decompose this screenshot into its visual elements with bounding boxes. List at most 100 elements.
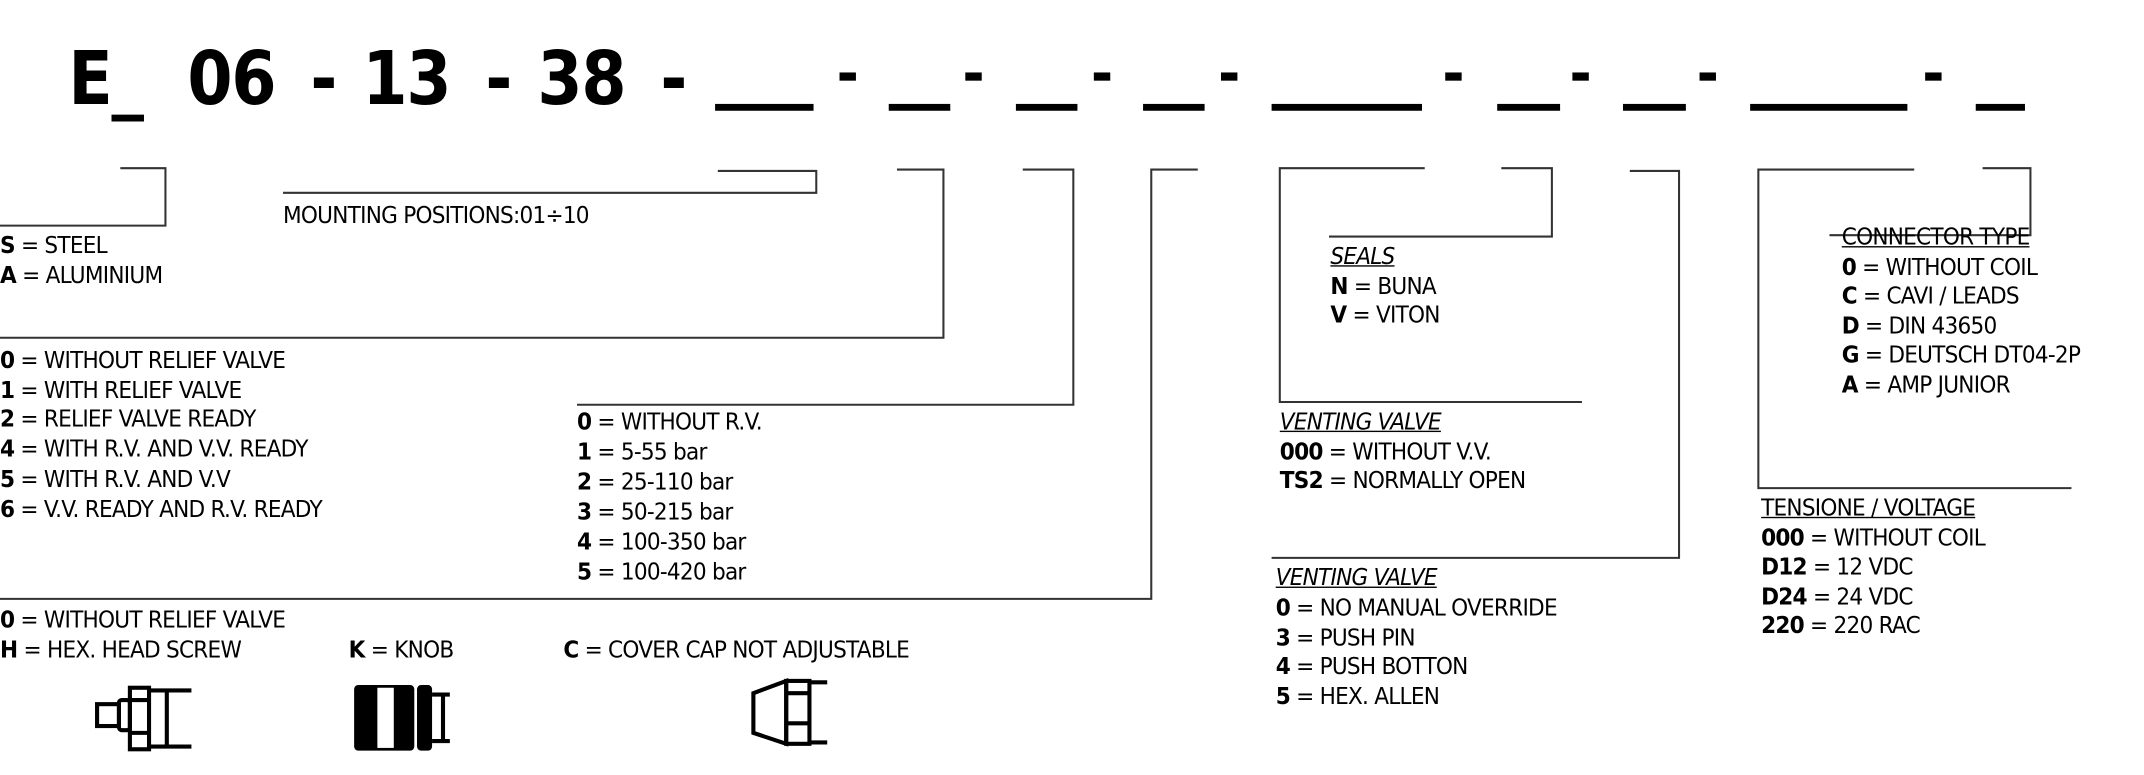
equals-sign: =: [20, 376, 38, 405]
leader-pressure: [577, 168, 1075, 406]
equals-sign: =: [23, 637, 41, 665]
equals-sign: =: [597, 498, 615, 526]
option-label: WITH R.V. AND V.V: [43, 465, 231, 494]
equals-sign: =: [1862, 283, 1881, 311]
slot-dash: [1093, 72, 1111, 81]
connector-heading: CONNECTOR TYPE: [1841, 224, 2030, 252]
relief-valve-option: 5 = WITH R.V. AND V.V: [0, 465, 231, 494]
code-separator: -: [485, 35, 512, 122]
adjustment-option: C = COVER CAP NOT ADJUSTABLE: [563, 637, 909, 664]
relief-valve-option: 4 = WITH R.V. AND V.V. READY: [0, 436, 309, 464]
option-label: PUSH PIN: [1319, 624, 1416, 652]
slot-dash: [1699, 72, 1716, 81]
slot-dash: [1925, 72, 1942, 81]
option-code: 4: [577, 528, 592, 556]
relief-valve-option: 1 = WITH RELIEF VALVE: [0, 376, 242, 405]
voltage-option: D24 = 24 VDC: [1761, 584, 1913, 611]
leader-relief-valve: [0, 168, 945, 339]
code-size: 06: [187, 35, 276, 122]
option-label: 24 VDC: [1836, 583, 1913, 611]
code-prefix: E_: [68, 35, 144, 122]
equals-sign: =: [1296, 683, 1314, 712]
equals-sign: =: [20, 607, 38, 635]
code-separator: -: [660, 35, 687, 122]
equals-sign: =: [597, 438, 615, 467]
material-option: S = STEEL: [0, 232, 108, 260]
option-label: KNOB: [394, 637, 454, 665]
leader-connector: [1829, 167, 2032, 237]
slot-dash: [1445, 72, 1462, 81]
equals-sign: =: [597, 468, 615, 497]
option-label: STEEL: [44, 232, 107, 260]
material-option: A = ALUMINIUM: [0, 262, 164, 290]
adjustment-option: K = KNOB: [349, 637, 455, 665]
option-label: AMP JUNIOR: [1887, 371, 2010, 400]
voltage-option: D12 = 12 VDC: [1761, 554, 1913, 581]
pressure-option: 5 = 100-420 bar: [577, 559, 746, 586]
option-label: 50-215 bar: [620, 498, 733, 526]
option-code: C: [1841, 283, 1858, 311]
connector-option: G = DEUTSCH DT04-2P: [1842, 342, 2081, 370]
connector-option: C = CAVI / LEADS: [1841, 283, 2020, 311]
option-code: 0: [1841, 253, 1857, 282]
relief-valve-option: 6 = V.V. READY AND R.V. READY: [0, 495, 323, 523]
option-label: DIN 43650: [1888, 312, 1998, 341]
option-code: 5: [1275, 683, 1291, 712]
option-label: 5-55 bar: [620, 438, 707, 467]
slot-dash: [839, 72, 856, 81]
option-label: WITHOUT V.V.: [1352, 438, 1491, 466]
equals-sign: =: [1296, 624, 1314, 652]
connector-option: 0 = WITHOUT COIL: [1841, 253, 2038, 282]
equals-sign: =: [20, 436, 38, 464]
leader-seals: [1329, 167, 1553, 238]
option-label: WITHOUT R.V.: [620, 408, 763, 437]
slot-relief-valve: [888, 103, 951, 111]
equals-sign: =: [1865, 312, 1883, 341]
option-code: 0: [577, 408, 592, 437]
option-label: ALUMINIUM: [45, 262, 164, 290]
option-label: COVER CAP NOT ADJUSTABLE: [608, 637, 910, 665]
pressure-option: 1 = 5-55 bar: [577, 439, 707, 466]
voltage-option: 000 = WITHOUT COIL: [1761, 524, 1986, 551]
relief-valve-option: 2 = RELIEF VALVE READY: [0, 407, 256, 434]
option-code: N: [1330, 272, 1348, 301]
equals-sign: =: [20, 347, 38, 375]
slot-venting-valve: [1271, 103, 1422, 111]
adjustment-option: 0 = WITHOUT RELIEF VALVE: [0, 607, 286, 635]
option-code: 1: [0, 376, 15, 405]
equals-sign: =: [1864, 342, 1883, 370]
equals-sign: =: [20, 495, 38, 523]
option-code: 4: [1275, 654, 1291, 682]
option-label: CAVI / LEADS: [1886, 283, 2019, 311]
option-code: V: [1330, 302, 1347, 330]
slot-dash: [1572, 72, 1589, 81]
venting-valve-option: TS2 = NORMALLY OPEN: [1280, 468, 1526, 495]
option-label: HEX. HEAD SCREW: [46, 637, 242, 665]
connector-option: D = DIN 43650: [1842, 312, 1998, 341]
equals-sign: =: [370, 637, 389, 665]
code-separator: -: [310, 35, 337, 122]
option-code: 000: [1279, 438, 1324, 466]
slot-connector: [1975, 103, 2025, 111]
equals-sign: =: [1353, 272, 1372, 301]
option-code: D12: [1761, 554, 1807, 582]
seals-option: V = VITON: [1330, 302, 1441, 330]
venting-override-option: 3 = PUSH PIN: [1276, 624, 1416, 652]
option-code: 4: [0, 436, 15, 464]
leader-mounting: [283, 169, 818, 194]
slot-dash: [1220, 72, 1238, 81]
option-code: 3: [577, 498, 592, 526]
option-label: 25-110 bar: [620, 468, 733, 497]
venting-override-option: 5 = HEX. ALLEN: [1275, 683, 1440, 712]
option-code: 5: [0, 465, 15, 494]
equals-sign: =: [597, 408, 615, 437]
option-code: C: [563, 637, 579, 665]
mounting-positions-label: MOUNTING POSITIONS:01÷10: [283, 202, 590, 230]
slot-adjustment: [1143, 103, 1205, 111]
option-code: 2: [0, 406, 15, 434]
option-code: A: [0, 262, 17, 290]
option-code: 5: [577, 558, 592, 586]
option-code: TS2: [1279, 467, 1324, 495]
option-label: VITON: [1375, 302, 1441, 330]
